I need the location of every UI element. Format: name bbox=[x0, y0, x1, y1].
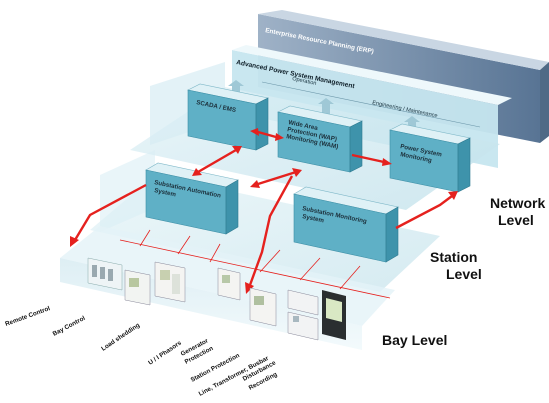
station-bus-lines bbox=[119, 229, 391, 299]
network-level-line2: Level bbox=[498, 212, 534, 228]
station-level-line1: Station bbox=[430, 249, 477, 265]
station-protection-unit bbox=[287, 289, 319, 341]
remote-control-panel bbox=[87, 257, 123, 291]
apsm-plane: Advanced Power System Management Operati… bbox=[232, 45, 512, 168]
bay-control-unit bbox=[124, 269, 151, 306]
disturbance-recorder bbox=[322, 290, 346, 340]
load-shedding-label: Load shedding bbox=[100, 322, 141, 353]
substation-automation-block: Substation Automation System bbox=[145, 162, 239, 235]
operation-label: Operation bbox=[292, 76, 317, 87]
substation-monitoring-block: Substation Monitoring System bbox=[293, 186, 399, 263]
sms-line2: System bbox=[302, 213, 325, 224]
power-system-monitoring-block: Power System Monitoring bbox=[389, 123, 471, 193]
bay-level-label: Bay Level bbox=[382, 332, 447, 348]
generator-protection-unit bbox=[249, 287, 277, 327]
remote-control-label: Remote Control bbox=[4, 305, 51, 328]
network-level-line1: Network bbox=[490, 195, 545, 211]
communication-arrows bbox=[70, 128, 458, 294]
scada-ems-block: SCADA / EMS bbox=[187, 83, 269, 151]
sas-line2: System bbox=[154, 187, 177, 198]
load-shedding-unit bbox=[154, 261, 186, 303]
bay-devices bbox=[87, 257, 346, 341]
station-level-line2: Level bbox=[446, 266, 482, 282]
phasor-unit bbox=[217, 267, 241, 301]
wap-wam-block: Wide Area Protection (WAP) Monitoring (W… bbox=[277, 105, 363, 173]
bay-control-label: Bay Control bbox=[52, 315, 87, 338]
phasors-label: U / I Phasors bbox=[147, 339, 183, 366]
level-labels: Network Level Station Level Bay Level bbox=[382, 195, 545, 348]
